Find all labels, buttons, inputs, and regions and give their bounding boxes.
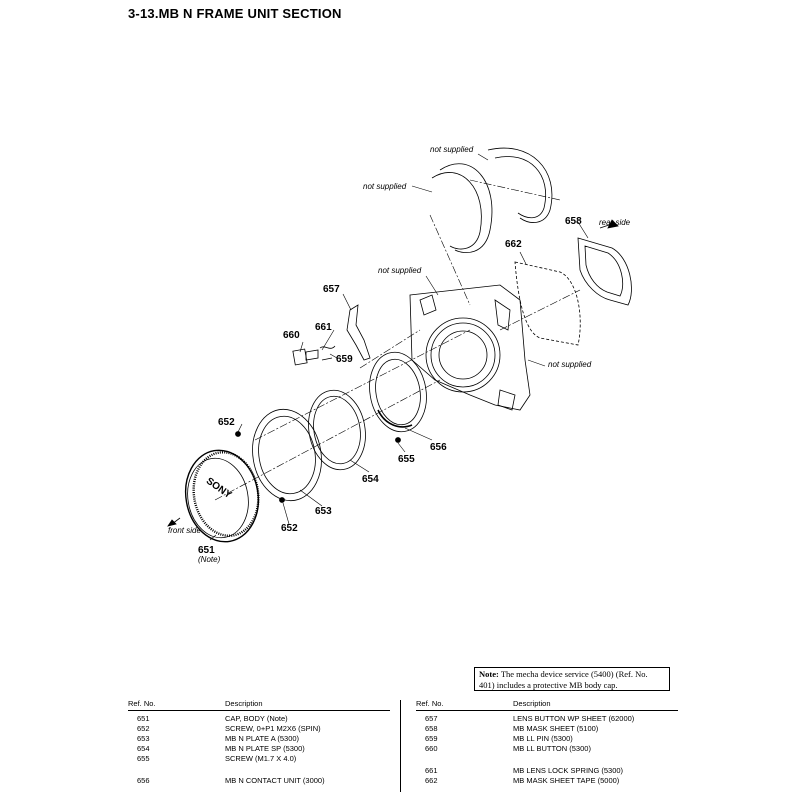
screws [235,431,401,503]
callout-652-top: 652 [218,417,235,428]
contact-unit-656 [369,351,427,433]
lens-lock-parts [292,345,336,366]
callout-656: 656 [430,442,447,453]
page-title: 3-13.MB N FRAME UNIT SECTION [128,6,342,21]
label-rear-side: rear side [599,218,631,227]
note-text: The mecha device service (5400) (Ref. No… [479,669,648,690]
callout-657: 657 [323,284,340,295]
frame-unit [409,284,531,411]
label-not-supplied-top: not supplied [430,145,474,154]
body-cap-651 [184,449,260,543]
callout-651: 651 [198,545,215,556]
label-not-supplied-ring: not supplied [363,182,407,191]
label-not-supplied-side: not supplied [548,360,592,369]
callout-659: 659 [336,354,353,365]
callout-653: 653 [315,506,332,517]
mask-sheet-tape-662 [514,261,581,346]
callout-661: 661 [315,322,332,333]
leader-lines [209,153,589,541]
header-ref-left: Ref. No. [128,699,156,708]
note-box: Note: The mecha device service (5400) (R… [474,667,670,691]
callout-660: 660 [283,330,300,341]
callout-658: 658 [565,216,582,227]
header-desc-right: Description [513,699,551,708]
label-note-small: (Note) [198,555,221,564]
header-desc-left: Description [225,699,263,708]
callout-654: 654 [362,474,379,485]
note-label: Note: [479,669,499,679]
callout-652-bottom: 652 [281,523,298,534]
cap-logo-text: SONY [204,476,234,501]
table-divider [400,700,401,792]
label-not-supplied-frame: not supplied [378,266,422,275]
plate-a-653 [252,408,322,502]
header-ref-right: Ref. No. [416,699,444,708]
callout-662: 662 [505,239,522,250]
label-front-side: front side [168,526,201,535]
mask-sheet-658 [577,219,632,306]
plate-sp-654 [308,389,366,471]
not-supplied-rings [431,147,553,253]
assembly-axis-lines [214,179,581,501]
front-side-arrow [167,517,181,527]
callout-655: 655 [398,454,415,465]
lens-button-sheet-657 [346,304,371,361]
